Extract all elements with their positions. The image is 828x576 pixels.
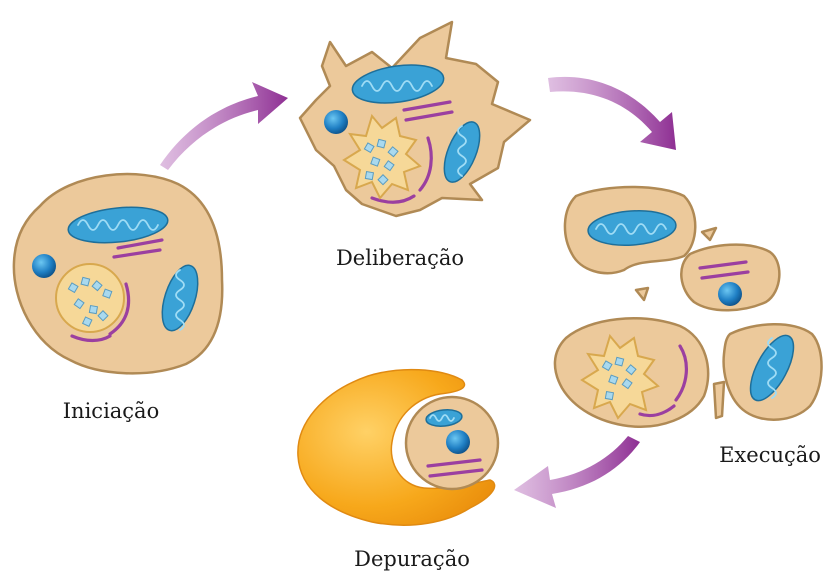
cell-execution	[555, 187, 822, 427]
granule	[324, 110, 348, 134]
arrow-execution-to-clearance	[514, 436, 640, 508]
cell-debris	[714, 382, 724, 418]
cell-debris	[702, 228, 716, 240]
label-initiation: Iniciação	[63, 399, 159, 423]
granule	[718, 282, 742, 306]
arrow-deliberation-to-execution	[548, 77, 676, 150]
label-execution: Execução	[719, 443, 821, 467]
cell-clearance	[298, 370, 498, 526]
engulfed-apoptotic-body	[406, 397, 498, 489]
cell-debris	[636, 288, 648, 300]
apoptotic-body	[681, 245, 779, 311]
granule	[446, 430, 470, 454]
label-clearance: Depuração	[354, 547, 470, 571]
granule	[32, 254, 56, 278]
cell-deliberation	[300, 22, 530, 216]
cell-initiation	[14, 174, 222, 373]
apoptotic-body	[724, 324, 822, 419]
label-deliberation: Deliberação	[336, 246, 464, 270]
apoptotic-body	[565, 187, 695, 273]
arrow-initiation-to-deliberation	[160, 82, 288, 170]
apoptotic-body	[555, 318, 708, 426]
